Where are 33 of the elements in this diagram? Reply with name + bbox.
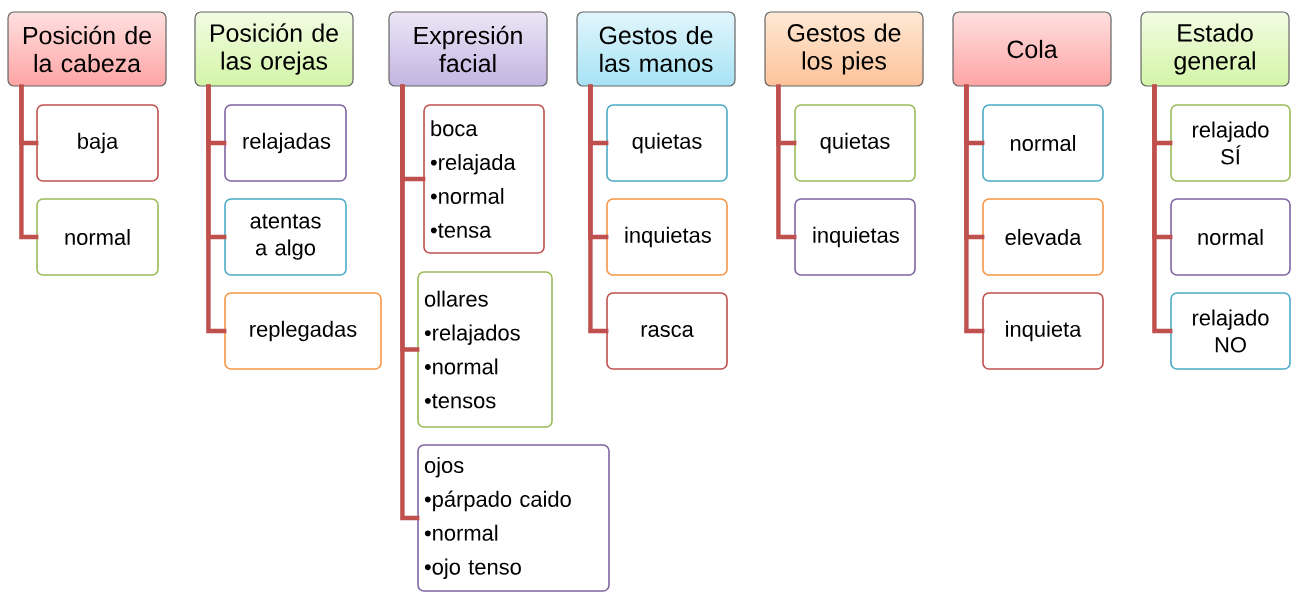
connector-line xyxy=(206,84,227,334)
item-box: relajado NO xyxy=(1170,292,1291,370)
item-box: quietas xyxy=(794,104,916,182)
item-box: relajadas xyxy=(224,104,347,182)
list-box: ollares •relajados •normal •tensos xyxy=(417,271,553,428)
connector-line xyxy=(588,84,609,334)
item-box: inquietas xyxy=(794,198,916,276)
item-box: inquieta xyxy=(982,292,1104,370)
item-box: normal xyxy=(1170,198,1291,276)
connector-line xyxy=(19,84,39,240)
item-box: rasca xyxy=(606,292,728,370)
item-box: quietas xyxy=(606,104,728,182)
list-box: boca •relajada •normal •tensa xyxy=(423,104,545,254)
category-box: Posición de la cabeza xyxy=(7,11,167,87)
category-box: Posición de las orejas xyxy=(194,11,354,87)
connector-line xyxy=(1152,84,1173,334)
item-box: normal xyxy=(36,198,159,276)
item-box: elevada xyxy=(982,198,1104,276)
item-box: relajado SÍ xyxy=(1170,104,1291,182)
item-box: replegadas xyxy=(224,292,382,370)
category-box: Gestos de las manos xyxy=(576,11,736,87)
category-box: Expresión facial xyxy=(388,11,548,87)
connector-line xyxy=(400,84,420,521)
item-box: atentas a algo xyxy=(224,198,347,276)
item-box: baja xyxy=(36,104,159,182)
category-box: Gestos de los pies xyxy=(764,11,924,87)
category-box: Estado general xyxy=(1140,11,1290,87)
item-box: inquietas xyxy=(606,198,728,276)
category-box: Cola xyxy=(952,11,1112,87)
item-box: normal xyxy=(982,104,1104,182)
list-box: ojos •párpado caido •normal •ojo tenso xyxy=(417,444,610,592)
connector-line xyxy=(964,84,985,334)
connector-line xyxy=(776,84,797,240)
